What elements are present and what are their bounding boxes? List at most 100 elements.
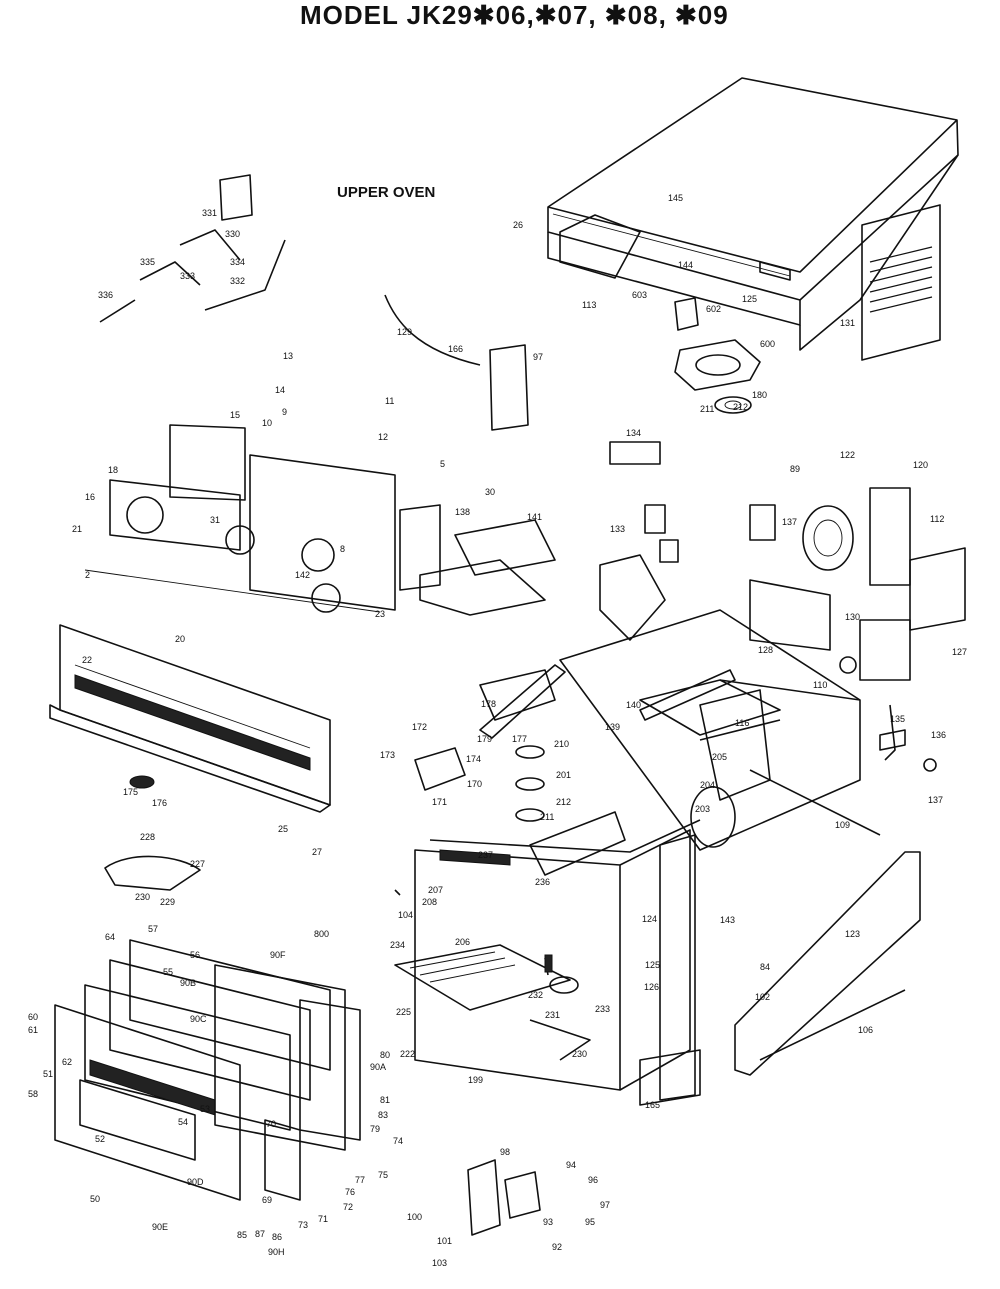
callout-228: 228 bbox=[140, 832, 155, 842]
callout-90B: 90B bbox=[180, 978, 196, 988]
callout-5: 5 bbox=[440, 459, 445, 469]
callout-201: 201 bbox=[556, 770, 571, 780]
callout-139: 139 bbox=[605, 722, 620, 732]
control-backplate bbox=[84, 424, 396, 613]
callout-173: 173 bbox=[380, 750, 395, 760]
oven-frame bbox=[479, 609, 937, 851]
callout-602: 602 bbox=[706, 304, 721, 314]
callout-205: 205 bbox=[712, 752, 727, 762]
callout-207: 207 bbox=[428, 885, 443, 895]
callout-135: 135 bbox=[890, 714, 905, 724]
callout-140: 140 bbox=[626, 700, 641, 710]
callout-166: 166 bbox=[448, 344, 463, 354]
callout-100: 100 bbox=[407, 1212, 422, 1222]
callout-172: 172 bbox=[412, 722, 427, 732]
callout-90C: 90C bbox=[190, 1014, 207, 1024]
door-assembly bbox=[54, 939, 361, 1201]
callout-22: 22 bbox=[82, 655, 92, 665]
callout-64: 64 bbox=[105, 932, 115, 942]
callout-8: 8 bbox=[340, 544, 345, 554]
callout-96: 96 bbox=[588, 1175, 598, 1185]
callout-112: 112 bbox=[930, 514, 944, 524]
callout-14: 14 bbox=[275, 385, 285, 395]
callout-77: 77 bbox=[355, 1175, 365, 1185]
callout-199: 199 bbox=[468, 1075, 483, 1085]
callout-70: 70 bbox=[266, 1119, 276, 1129]
callout-236: 236 bbox=[535, 877, 550, 887]
callout-332: 332 bbox=[230, 276, 245, 286]
callout-120: 120 bbox=[913, 460, 928, 470]
callout-89: 89 bbox=[790, 464, 800, 474]
callout-27: 27 bbox=[312, 847, 322, 857]
callout-12: 12 bbox=[378, 432, 388, 442]
callout-11: 11 bbox=[385, 396, 394, 406]
callout-23: 23 bbox=[375, 609, 385, 619]
callout-124: 124 bbox=[642, 914, 657, 924]
callout-129: 129 bbox=[397, 327, 412, 337]
callout-144: 144 bbox=[678, 260, 693, 270]
callout-86: 86 bbox=[272, 1232, 282, 1242]
heat-shield-trays bbox=[399, 504, 556, 616]
callout-113: 113 bbox=[582, 300, 596, 310]
callout-104: 104 bbox=[398, 910, 413, 920]
callout-13: 13 bbox=[283, 351, 293, 361]
callout-134: 134 bbox=[626, 428, 641, 438]
callout-176: 176 bbox=[152, 798, 167, 808]
side-vent-panel bbox=[861, 204, 941, 361]
callout-203: 203 bbox=[695, 804, 710, 814]
callout-333: 333 bbox=[180, 271, 195, 281]
callout-330: 330 bbox=[225, 229, 240, 239]
callout-212b: 212 bbox=[556, 797, 571, 807]
callout-145: 145 bbox=[668, 193, 683, 203]
callout-106: 106 bbox=[858, 1025, 873, 1035]
callout-56: 56 bbox=[190, 950, 200, 960]
callout-133: 133 bbox=[610, 524, 625, 534]
hardware-bits bbox=[104, 745, 545, 891]
callout-90H: 90H bbox=[268, 1247, 285, 1257]
callout-81: 81 bbox=[380, 1095, 390, 1105]
upper-oven-label: UPPER OVEN bbox=[337, 184, 436, 201]
callout-57: 57 bbox=[148, 924, 158, 934]
callout-125: 125 bbox=[742, 294, 757, 304]
callout-123: 123 bbox=[845, 929, 860, 939]
callout-95: 95 bbox=[585, 1217, 595, 1227]
callout-62: 62 bbox=[62, 1057, 72, 1067]
callout-26: 26 bbox=[513, 220, 523, 230]
callout-98: 98 bbox=[500, 1147, 510, 1157]
callout-603: 603 bbox=[632, 290, 647, 300]
model-title: MODEL JK29✱06,✱07, ✱08, ✱09 bbox=[300, 0, 729, 30]
callout-92: 92 bbox=[552, 1242, 562, 1252]
callout-69: 69 bbox=[262, 1195, 272, 1205]
callout-74: 74 bbox=[393, 1136, 403, 1146]
callout-93: 93 bbox=[543, 1217, 553, 1227]
callout-53: 53 bbox=[200, 1104, 210, 1114]
callout-97b: 97 bbox=[600, 1200, 610, 1210]
callout-60: 60 bbox=[28, 1012, 38, 1022]
callout-225: 225 bbox=[396, 1007, 411, 1017]
callout-10: 10 bbox=[262, 418, 272, 428]
callout-230: 230 bbox=[135, 892, 150, 902]
callout-331: 331 bbox=[202, 208, 217, 218]
callout-52: 52 bbox=[95, 1134, 105, 1144]
callout-61: 61 bbox=[28, 1025, 38, 1035]
callout-51: 51 bbox=[43, 1069, 53, 1079]
callout-227: 227 bbox=[190, 859, 205, 869]
callout-30: 30 bbox=[485, 487, 495, 497]
callout-55: 55 bbox=[163, 967, 173, 977]
callout-171: 171 bbox=[432, 797, 447, 807]
callout-labels: 145 144 125 131 113 26 603 602 600 180 2… bbox=[28, 193, 967, 1268]
callout-103: 103 bbox=[432, 1258, 447, 1268]
callout-58: 58 bbox=[28, 1089, 38, 1099]
callout-9: 9 bbox=[282, 407, 287, 417]
callout-126: 126 bbox=[644, 982, 659, 992]
callout-73: 73 bbox=[298, 1220, 308, 1230]
callout-222: 222 bbox=[400, 1049, 415, 1059]
callout-206: 206 bbox=[455, 937, 470, 947]
callout-230b: 230 bbox=[572, 1049, 587, 1059]
callout-90A: 90A bbox=[370, 1062, 386, 1072]
callout-143: 143 bbox=[720, 915, 735, 925]
callout-76: 76 bbox=[345, 1187, 355, 1197]
callout-116: 116 bbox=[735, 718, 749, 728]
callout-90E: 90E bbox=[152, 1222, 168, 1232]
